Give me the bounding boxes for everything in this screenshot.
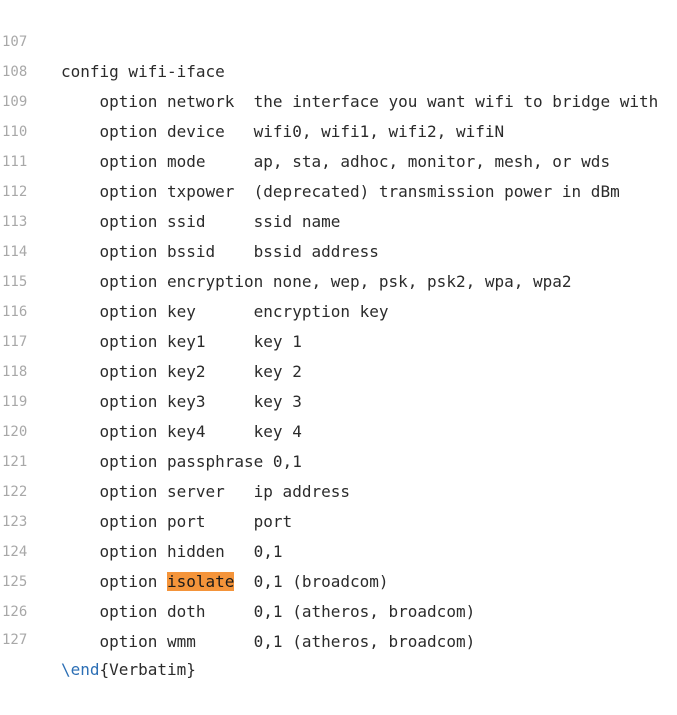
- brace-close: }: [186, 660, 196, 679]
- code-line-124[interactable]: 124 option isolate 0,1 (broadcom): [0, 507, 677, 591]
- line-number: 121: [2, 454, 28, 470]
- code-text: option device wifi0, wifi1, wifi2, wifiN: [99, 122, 505, 141]
- line-number: 118: [2, 364, 28, 380]
- code-text: option key3 key 3: [99, 392, 302, 411]
- line-number: 116: [2, 304, 28, 320]
- code-text: option bssid bssid address: [99, 242, 379, 261]
- line-number: 119: [2, 394, 28, 410]
- line-number: 115: [2, 274, 28, 290]
- code-text: option key2 key 2: [99, 362, 302, 381]
- code-line-117[interactable]: 117 option key2 key 2: [0, 297, 677, 381]
- code-text: option hidden 0,1: [99, 542, 283, 561]
- code-line-120[interactable]: 120 option passphrase 0,1: [0, 387, 677, 471]
- latex-command: \end: [61, 660, 100, 679]
- line-number: 117: [2, 334, 28, 350]
- command-argument: Verbatim: [109, 660, 187, 679]
- code-line-116[interactable]: 116 option key1 key 1: [0, 267, 677, 351]
- line-number: 126: [2, 604, 28, 620]
- code-text: option passphrase 0,1: [99, 452, 302, 471]
- code-editor[interactable]: 107 config wifi-iface 108 option network…: [0, 0, 677, 679]
- code-line-108[interactable]: 108 option network the interface you wan…: [0, 27, 677, 111]
- line-number: 112: [2, 184, 28, 200]
- code-text: option network the interface you want wi…: [99, 92, 659, 111]
- code-line-111[interactable]: 111 option txpower (deprecated) transmis…: [0, 117, 677, 201]
- code-line-110[interactable]: 110 option mode ap, sta, adhoc, monitor,…: [0, 87, 677, 171]
- line-number: 108: [2, 64, 28, 80]
- code-text: 0,1 (broadcom): [234, 572, 389, 591]
- code-text: config wifi-iface: [61, 62, 225, 81]
- code-line-119[interactable]: 119 option key4 key 4: [0, 357, 677, 441]
- line-number: 120: [2, 424, 28, 440]
- code-line-113[interactable]: 113 option bssid bssid address: [0, 177, 677, 261]
- code-line-109[interactable]: 109 option device wifi0, wifi1, wifi2, w…: [0, 57, 677, 141]
- code-text: option txpower (deprecated) transmission…: [99, 182, 620, 201]
- code-text: option: [99, 572, 167, 591]
- line-number: 109: [2, 94, 28, 110]
- code-line-118[interactable]: 118 option key3 key 3: [0, 327, 677, 411]
- line-number: 113: [2, 214, 28, 230]
- search-highlight[interactable]: isolate: [166, 572, 235, 591]
- line-number: 114: [2, 244, 28, 260]
- line-number: 107: [2, 34, 28, 50]
- code-line-115[interactable]: 115 option key encryption key: [0, 237, 677, 321]
- line-number: 111: [2, 154, 28, 170]
- code-line-112[interactable]: 112 option ssid ssid name: [0, 147, 677, 231]
- code-line-114[interactable]: 114 option encryption none, wep, psk, ps…: [0, 207, 677, 291]
- code-text: option server ip address: [99, 482, 350, 501]
- code-text: option ssid ssid name: [99, 212, 341, 231]
- line-number: 124: [2, 544, 28, 560]
- line-number: 110: [2, 124, 28, 140]
- code-line-107[interactable]: 107 config wifi-iface: [0, 0, 677, 81]
- line-number: 125: [2, 574, 28, 590]
- code-text: option mode ap, sta, adhoc, monitor, mes…: [99, 152, 611, 171]
- line-number: 127: [2, 632, 28, 648]
- code-text: option key1 key 1: [99, 332, 302, 351]
- line-number: 122: [2, 484, 28, 500]
- code-line-126[interactable]: 126 option wmm 0,1 (atheros, broadcom): [0, 567, 677, 651]
- code-line-127[interactable]: 127 \end{Verbatim}: [0, 595, 677, 679]
- code-line-123[interactable]: 123 option hidden 0,1: [0, 477, 677, 561]
- indent: [61, 632, 100, 651]
- code-text: option doth 0,1 (atheros, broadcom): [99, 602, 476, 621]
- code-text: option key encryption key: [99, 302, 389, 321]
- code-line-121[interactable]: 121 option server ip address: [0, 417, 677, 501]
- brace-open: {: [99, 660, 110, 679]
- code-text: option key4 key 4: [99, 422, 302, 441]
- code-line-125[interactable]: 125 option doth 0,1 (atheros, broadcom): [0, 537, 677, 621]
- line-number: 123: [2, 514, 28, 530]
- code-text: option wmm 0,1 (atheros, broadcom): [99, 632, 476, 651]
- code-text: option encryption none, wep, psk, psk2, …: [99, 272, 572, 291]
- code-line-122[interactable]: 122 option port port: [0, 447, 677, 531]
- code-text: option port port: [99, 512, 293, 531]
